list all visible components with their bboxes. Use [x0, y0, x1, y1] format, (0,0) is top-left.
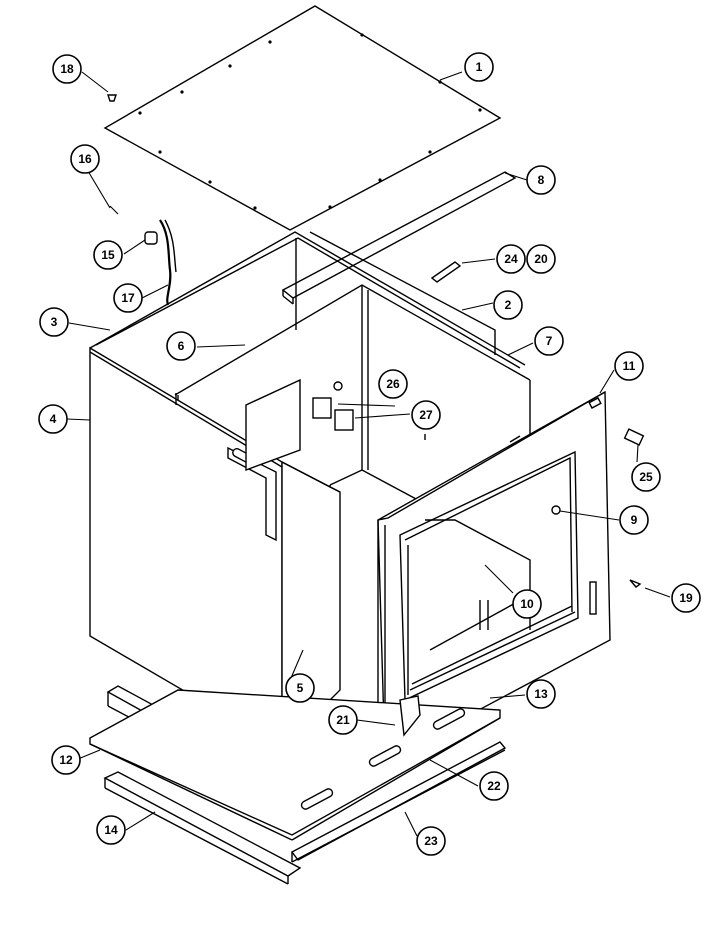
- svg-text:19: 19: [679, 591, 693, 605]
- callout-5: 5: [285, 673, 315, 703]
- callout-14: 14: [96, 815, 126, 845]
- small-parts: [107, 94, 645, 737]
- cabinet: [89, 231, 531, 750]
- svg-text:14: 14: [104, 823, 118, 837]
- svg-text:8: 8: [538, 173, 545, 187]
- svg-text:27: 27: [419, 408, 433, 422]
- svg-text:13: 13: [534, 687, 548, 701]
- top-rail: [281, 171, 517, 305]
- callout-24: 24: [496, 244, 526, 274]
- svg-text:20: 20: [534, 252, 548, 266]
- callout-2: 2: [493, 290, 523, 320]
- callout-8: 8: [526, 165, 556, 195]
- callout-11: 11: [614, 351, 644, 381]
- svg-text:15: 15: [101, 248, 115, 262]
- svg-text:24: 24: [504, 252, 518, 266]
- callout-23: 23: [416, 826, 446, 856]
- callout-15: 15: [93, 240, 123, 270]
- callout-9: 9: [619, 505, 649, 535]
- callout-21: 21: [328, 705, 358, 735]
- svg-text:16: 16: [78, 152, 92, 166]
- callout-12: 12: [51, 745, 81, 775]
- svg-text:12: 12: [59, 753, 73, 767]
- callout-6: 6: [166, 331, 196, 361]
- svg-text:18: 18: [60, 62, 74, 76]
- callout-10: 10: [512, 589, 542, 619]
- callout-1: 1: [464, 52, 494, 82]
- svg-text:25: 25: [639, 470, 653, 484]
- callout-18: 18: [52, 54, 82, 84]
- svg-text:26: 26: [386, 377, 400, 391]
- svg-text:5: 5: [297, 681, 304, 695]
- svg-text:6: 6: [178, 339, 185, 353]
- svg-text:9: 9: [631, 513, 638, 527]
- callout-4: 4: [38, 404, 68, 434]
- svg-text:3: 3: [51, 315, 58, 329]
- front-frame: [377, 390, 611, 762]
- callout-26: 26: [378, 369, 408, 399]
- callout-20: 20: [526, 244, 556, 274]
- callout-17: 17: [113, 283, 143, 313]
- svg-text:7: 7: [546, 334, 553, 348]
- svg-text:10: 10: [520, 597, 534, 611]
- svg-text:22: 22: [487, 779, 501, 793]
- svg-text:1: 1: [476, 60, 483, 74]
- leader-lines: [66, 71, 671, 837]
- svg-text:2: 2: [505, 298, 512, 312]
- callout-27: 27: [411, 400, 441, 430]
- svg-text:11: 11: [623, 359, 636, 373]
- callout-13: 13: [526, 679, 556, 709]
- callout-16: 16: [70, 144, 100, 174]
- lower-left-rail: [89, 685, 507, 885]
- svg-text:21: 21: [336, 713, 350, 727]
- top-panel: [103, 5, 502, 231]
- callout-25: 25: [631, 462, 661, 492]
- svg-text:23: 23: [424, 834, 438, 848]
- callout-3: 3: [39, 307, 69, 337]
- callout-7: 7: [534, 326, 564, 356]
- callout-22: 22: [479, 771, 509, 801]
- svg-text:17: 17: [121, 291, 135, 305]
- svg-text:4: 4: [50, 412, 57, 426]
- callout-19: 19: [671, 583, 701, 613]
